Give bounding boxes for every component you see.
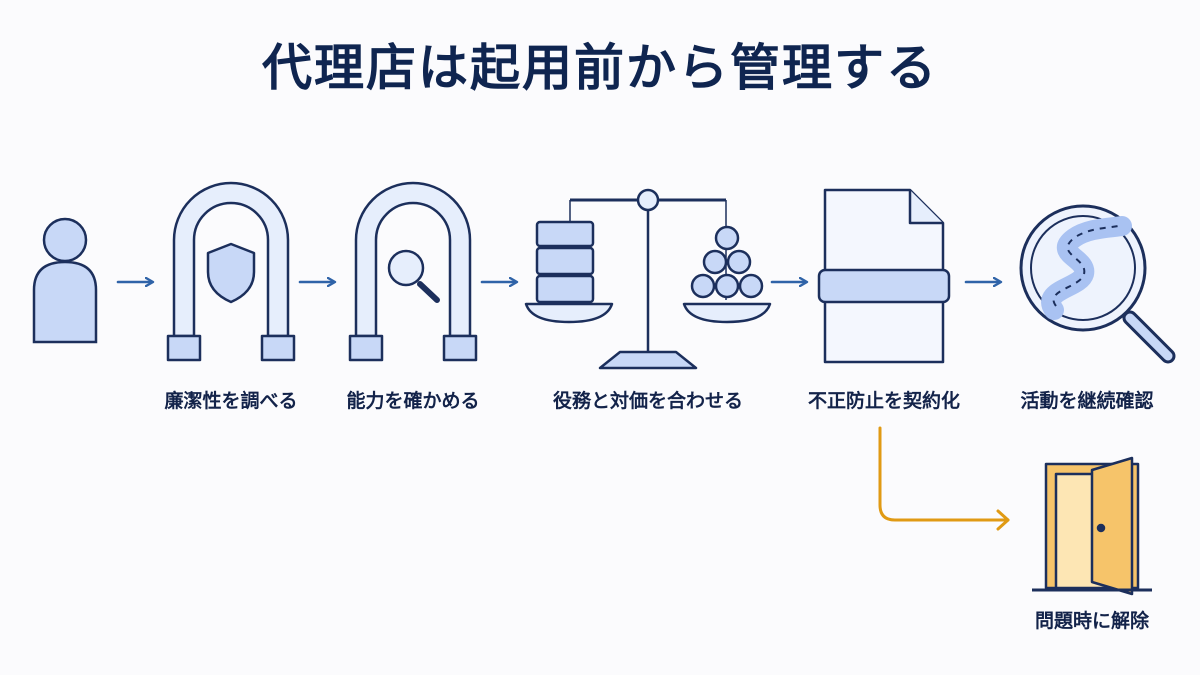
exit-branch-arrow — [878, 426, 1010, 531]
magnifier-road-icon — [1019, 204, 1176, 364]
step-label-integrity: 廉潔性を調べる — [164, 390, 298, 412]
exit-label-termination: 問題時に解除 — [1034, 610, 1150, 632]
step-label-monitoring: 活動を継続確認 — [1020, 390, 1154, 412]
archway-shield-icon — [166, 181, 296, 362]
step-label-services-fees: 役務と対価を合わせる — [552, 390, 744, 412]
step-label-contract: 不正防止を契約化 — [807, 390, 961, 412]
archway-magnifier-icon — [348, 181, 478, 362]
person-icon — [32, 217, 98, 344]
banded-document-icon — [817, 188, 951, 364]
page-title: 代理店は起用前から管理する — [262, 39, 938, 97]
open-door-icon — [1032, 456, 1152, 596]
balance-scale-icon — [524, 188, 772, 370]
step-label-capability: 能力を確かめる — [346, 390, 480, 412]
